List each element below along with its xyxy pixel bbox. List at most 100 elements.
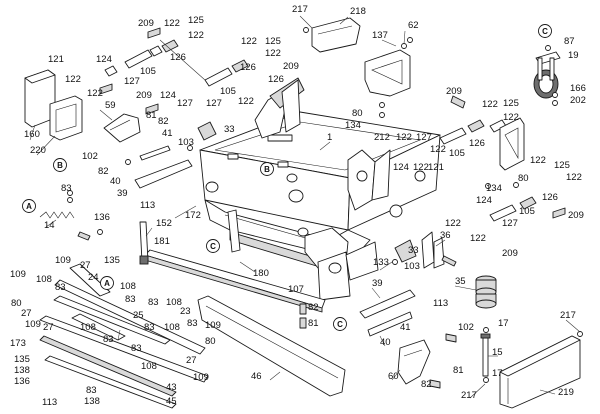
bushing-33 (197, 121, 417, 263)
part-callout-122: 122 (188, 30, 204, 41)
part-callout-160: 160 (24, 129, 40, 140)
part-callout-62: 62 (408, 20, 419, 31)
part-callout-108: 108 (80, 322, 96, 333)
section-marker-circle (53, 158, 67, 172)
top-bracket-218 (311, 17, 361, 53)
part-callout-36: 36 (440, 230, 451, 241)
section-marker-letter: B (264, 165, 270, 174)
part-callout-122: 122 (470, 233, 486, 244)
part-callout-83: 83 (55, 282, 66, 293)
part-callout-33: 33 (408, 245, 419, 256)
part-callout-109: 109 (55, 255, 71, 266)
part-callout-105: 105 (220, 86, 236, 97)
panel-46 (197, 295, 346, 397)
section-marker-circle (100, 276, 114, 290)
part-callout-17: 17 (498, 318, 509, 329)
part-callout-59: 59 (105, 100, 116, 111)
part-callout-108: 108 (166, 297, 182, 308)
part-callout-82: 82 (158, 116, 169, 127)
section-marker-letter: C (542, 27, 548, 36)
part-callout-209: 209 (502, 248, 518, 259)
part-callout-209: 209 (136, 90, 152, 101)
part-callout-122: 122 (413, 162, 429, 173)
part-callout-133: 133 (373, 257, 389, 268)
part-callout-41: 41 (162, 128, 173, 139)
section-marker-a: A (22, 199, 36, 213)
part-callout-122: 122 (566, 172, 582, 183)
part-callout-27: 27 (43, 322, 54, 333)
part-callout-40: 40 (380, 337, 391, 348)
part-callout-82: 82 (308, 302, 319, 313)
part-callout-124: 124 (393, 162, 409, 173)
part-callout-220: 220 (30, 145, 46, 156)
part-callout-127: 127 (416, 132, 432, 143)
part-callout-80: 80 (11, 298, 22, 309)
part-callout-23: 23 (180, 306, 191, 317)
part-callout-80: 80 (205, 336, 216, 347)
cover-219 (499, 335, 581, 409)
part-callout-27: 27 (80, 260, 91, 271)
part-callout-27: 27 (21, 308, 32, 319)
part-callout-212: 212 (374, 132, 390, 143)
part-callout-122: 122 (164, 18, 180, 29)
part-callout-136: 136 (14, 376, 30, 387)
hook-60 (397, 339, 431, 385)
part-callout-122: 122 (503, 112, 519, 123)
part-callout-60: 60 (388, 371, 399, 382)
part-callout-138: 138 (14, 365, 30, 376)
leader-lines (29, 15, 581, 399)
left-bars (39, 263, 209, 409)
part-callout-109: 109 (25, 319, 41, 330)
part-callout-25: 25 (133, 310, 144, 321)
section-marker-circle (206, 239, 220, 253)
section-marker-letter: C (337, 320, 343, 329)
part-callout-113: 113 (140, 200, 155, 211)
part-callout-209: 209 (446, 86, 462, 97)
part-callout-14: 14 (44, 220, 55, 231)
part-callout-134: 134 (486, 183, 502, 194)
part-callout-124: 124 (160, 90, 176, 101)
right-mount-bracket (364, 49, 411, 97)
part-callout-127: 127 (502, 218, 518, 229)
part-callout-83: 83 (187, 318, 198, 329)
part-callout-125: 125 (554, 160, 570, 171)
section-marker-b: B (260, 162, 274, 176)
axle-set-top-left (104, 39, 249, 87)
part-callout-82: 82 (98, 166, 109, 177)
part-callout-209: 209 (283, 61, 299, 72)
part-callout-27: 27 (186, 355, 197, 366)
part-callout-83: 83 (131, 343, 142, 354)
part-callout-135: 135 (104, 255, 120, 266)
part-callout-17: 17 (492, 368, 503, 379)
part-callout-122: 122 (65, 74, 81, 85)
bracket-59 (103, 113, 141, 143)
part-callout-43: 43 (166, 382, 177, 393)
part-callout-80: 80 (352, 108, 363, 119)
part-callout-138: 138 (84, 396, 100, 407)
frame-upright-right (347, 149, 391, 211)
part-callout-46: 46 (251, 371, 262, 382)
part-callout-24: 24 (88, 272, 99, 283)
part-callout-102: 102 (82, 151, 98, 162)
part-callout-107: 107 (288, 284, 304, 295)
part-callout-108: 108 (141, 361, 157, 372)
part-callout-209: 209 (568, 210, 584, 221)
part-callout-108: 108 (36, 274, 52, 285)
part-callout-19: 19 (568, 50, 579, 61)
post-15 (480, 333, 491, 377)
part-callout-124: 124 (96, 54, 112, 65)
hinge-plate-right (499, 117, 525, 171)
section-marker-circle (260, 162, 274, 176)
part-callout-219: 219 (558, 387, 574, 398)
part-callout-122: 122 (430, 144, 446, 155)
part-callout-81: 81 (146, 110, 157, 121)
part-callout-81: 81 (453, 365, 464, 376)
part-callout-105: 105 (449, 148, 465, 159)
frame-upright-left (254, 77, 305, 139)
part-callout-217: 217 (292, 4, 308, 15)
part-callout-15: 15 (492, 347, 503, 358)
section-marker-letter: C (210, 242, 216, 251)
part-callout-102: 102 (458, 322, 474, 333)
